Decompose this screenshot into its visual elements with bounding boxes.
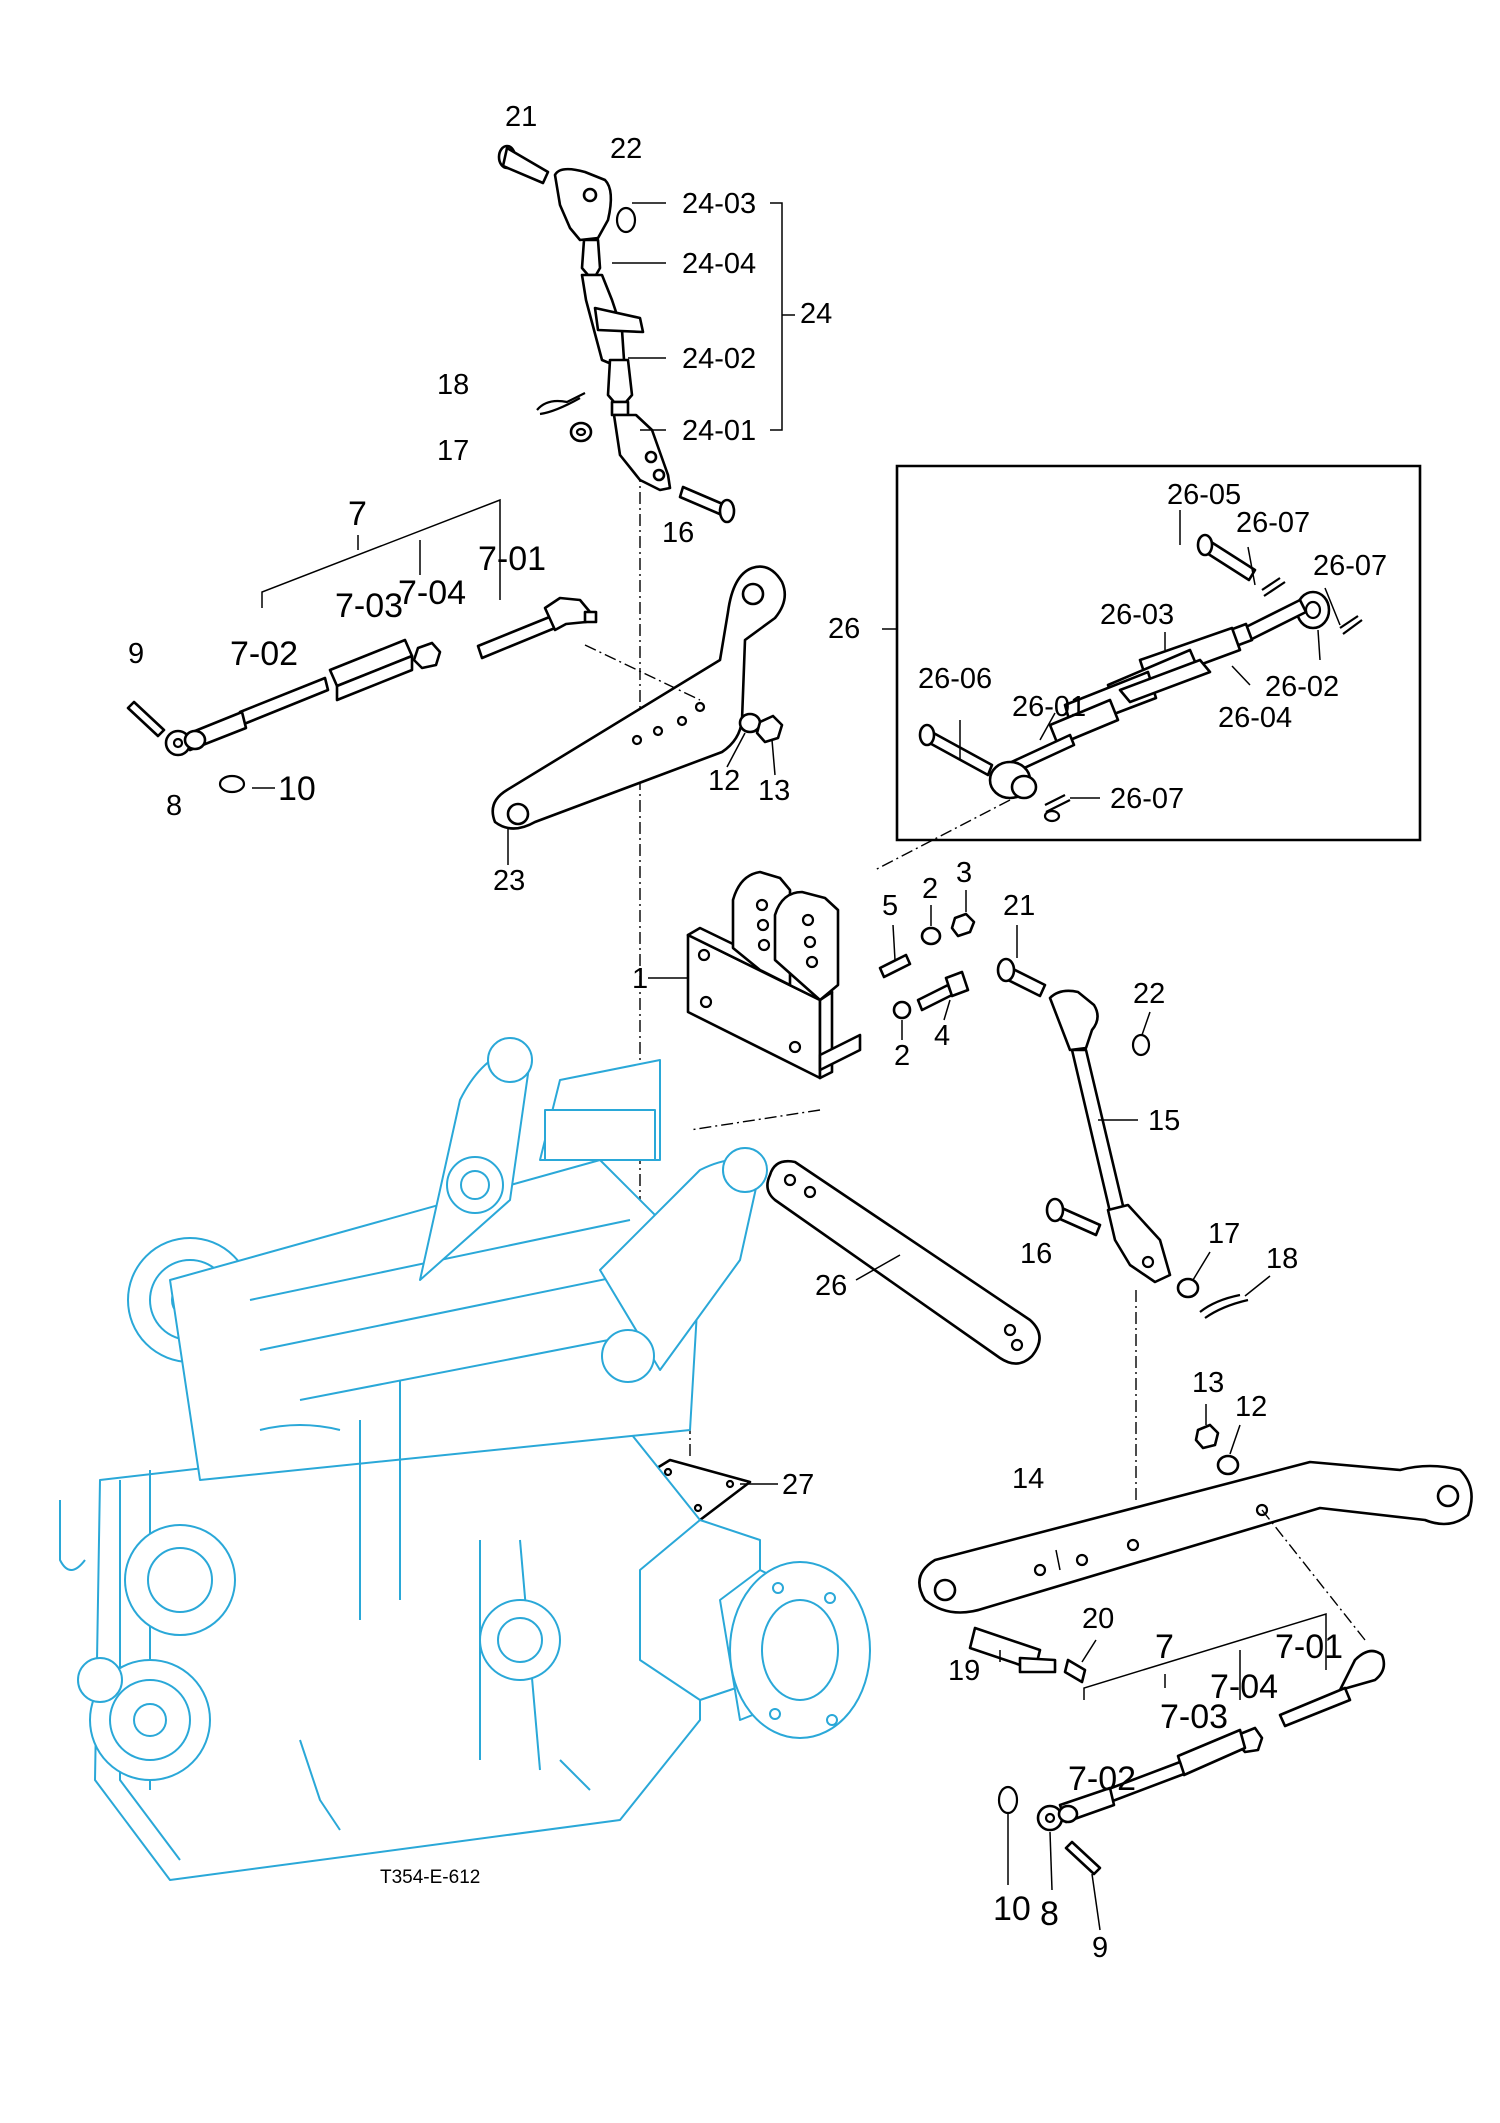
callout-7-02-right: 7-02: [1068, 1760, 1136, 1798]
callout-3: 3: [956, 857, 972, 889]
callout-26-drawbar: 26: [815, 1270, 847, 1302]
callout-8-left: 8: [166, 790, 182, 822]
callout-14: 14: [1012, 1463, 1044, 1495]
callout-13-right: 13: [1192, 1367, 1224, 1399]
callout-23: 23: [493, 865, 525, 897]
callout-2-bottom: 2: [894, 1040, 910, 1072]
right-lower-arm-group: [918, 1423, 1473, 1876]
callout-7-01-right: 7-01: [1275, 1628, 1343, 1666]
callout-8-right: 8: [1040, 1895, 1059, 1933]
drawing-code: T354-E-612: [380, 1867, 480, 1888]
callout-7-left: 7: [348, 495, 367, 533]
callout-13-left: 13: [758, 775, 790, 807]
callout-7-04-right: 7-04: [1210, 1668, 1278, 1706]
callout-9-left: 9: [128, 638, 144, 670]
top-link-upper-clevis: [553, 167, 613, 242]
callout-16-top: 16: [662, 517, 694, 549]
left-lift-rod-group: [126, 498, 787, 830]
callout-26-04: 26-04: [1218, 702, 1292, 734]
callout-12-right: 12: [1235, 1391, 1267, 1423]
callout-7-03-left: 7-03: [335, 587, 403, 625]
callout-9-right: 9: [1092, 1932, 1108, 1964]
callout-26-05: 26-05: [1167, 479, 1241, 511]
callout-5: 5: [882, 890, 898, 922]
callout-20: 20: [1082, 1603, 1114, 1635]
callout-1: 1: [632, 963, 648, 995]
callout-24: 24: [800, 298, 832, 330]
callout-18-top: 18: [437, 369, 469, 401]
box-assembly-26: [874, 464, 1422, 871]
callout-18-right: 18: [1266, 1243, 1298, 1275]
bracket-1-group: [648, 870, 976, 1131]
callout-24-01: 24-01: [682, 415, 756, 447]
callout-12-left: 12: [708, 765, 740, 797]
callout-24-03: 24-03: [682, 188, 756, 220]
callout-22-top: 22: [610, 133, 642, 165]
callout-2-top: 2: [922, 873, 938, 905]
callout-4: 4: [934, 1020, 950, 1052]
callout-24-02: 24-02: [682, 343, 756, 375]
callout-26-02: 26-02: [1265, 671, 1339, 703]
callout-10-left: 10: [278, 770, 316, 808]
callout-10-right: 10: [993, 1890, 1031, 1928]
drawbar-26-group: [766, 1160, 1041, 1365]
pin-21-shape: [497, 144, 550, 185]
callout-26-07-c: 26-07: [1110, 783, 1184, 815]
transmission-housing-illustration: [59, 1037, 871, 1881]
callout-26-07-a: 26-07: [1236, 507, 1310, 539]
top-link-assembly: [497, 144, 795, 1220]
callout-16-right: 16: [1020, 1238, 1052, 1270]
callout-7-right: 7: [1155, 1628, 1174, 1666]
callout-19: 19: [948, 1655, 980, 1687]
callout-26-01: 26-01: [1012, 691, 1086, 723]
callout-7-01-left: 7-01: [478, 540, 546, 578]
callout-15: 15: [1148, 1105, 1180, 1137]
callout-27: 27: [782, 1469, 814, 1501]
callout-26-box: 26: [828, 613, 860, 645]
right-link-group: [996, 957, 1249, 1500]
callout-26-03: 26-03: [1100, 599, 1174, 631]
callout-7-03-right: 7-03: [1160, 1698, 1228, 1736]
lower-arm-23-shape: [491, 565, 787, 830]
callout-21-right: 21: [1003, 890, 1035, 922]
callout-24-04: 24-04: [682, 248, 756, 280]
callout-17-top: 17: [437, 435, 469, 467]
callout-22-right: 22: [1133, 978, 1165, 1010]
callout-26-07-b: 26-07: [1313, 550, 1387, 582]
callout-26-06: 26-06: [918, 663, 992, 695]
callout-17-right: 17: [1208, 1218, 1240, 1250]
callout-21-top: 21: [505, 101, 537, 133]
callout-7-02-left: 7-02: [230, 635, 298, 673]
callout-labels: 21 22 24-03 24-04 24 24-02 18 24-01 17 1…: [128, 101, 1387, 1964]
callout-7-04-left: 7-04: [398, 574, 466, 612]
